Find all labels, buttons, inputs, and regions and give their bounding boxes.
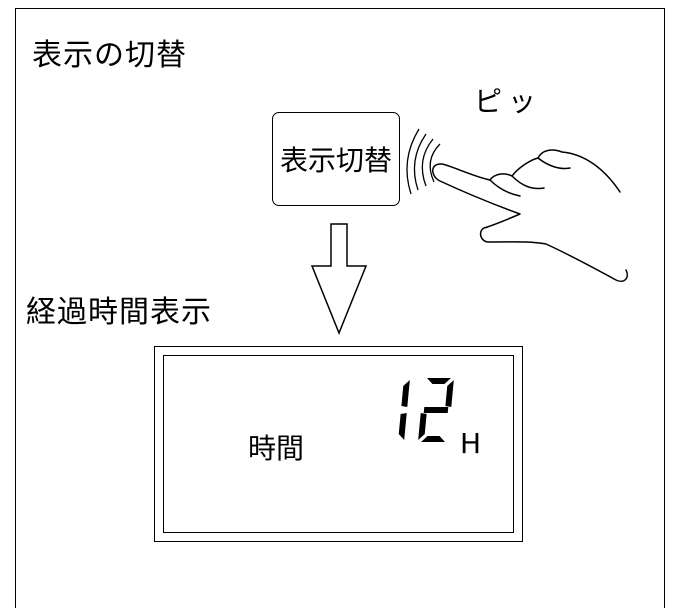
- lcd-time-label: 時間: [248, 432, 305, 465]
- lcd-digit-1-segment-g: [423, 407, 449, 413]
- down-arrow-icon: [310, 223, 368, 336]
- section-title-toggle: 表示の切替: [32, 38, 187, 73]
- lcd-display-inner: [163, 355, 514, 533]
- beep-sound-text: ピッ: [474, 85, 543, 118]
- lcd-digit-1-segment-d: [421, 436, 445, 442]
- lcd-digit-1-segment-e: [418, 413, 427, 440]
- lcd-digits: [398, 378, 454, 442]
- lcd-digit-0-segment-c: [398, 413, 407, 440]
- section-title-elapsed-time: 経過時間表示: [26, 295, 212, 330]
- lcd-unit-label: H: [460, 427, 482, 460]
- lcd-digit-1-segment-b: [445, 380, 454, 407]
- illustration-layer: [310, 128, 628, 442]
- sound-wave-icon: [406, 128, 441, 195]
- figure-frame: [15, 8, 665, 608]
- hand-pressing-icon: [432, 149, 628, 282]
- display-toggle-button-label: 表示切替: [279, 144, 392, 177]
- lcd-digit-1-segment-a: [427, 378, 451, 384]
- lcd-digit-0-segment-b: [401, 380, 410, 407]
- display-toggle-button[interactable]: 表示切替: [272, 112, 400, 206]
- lcd-display-outer: [154, 346, 523, 542]
